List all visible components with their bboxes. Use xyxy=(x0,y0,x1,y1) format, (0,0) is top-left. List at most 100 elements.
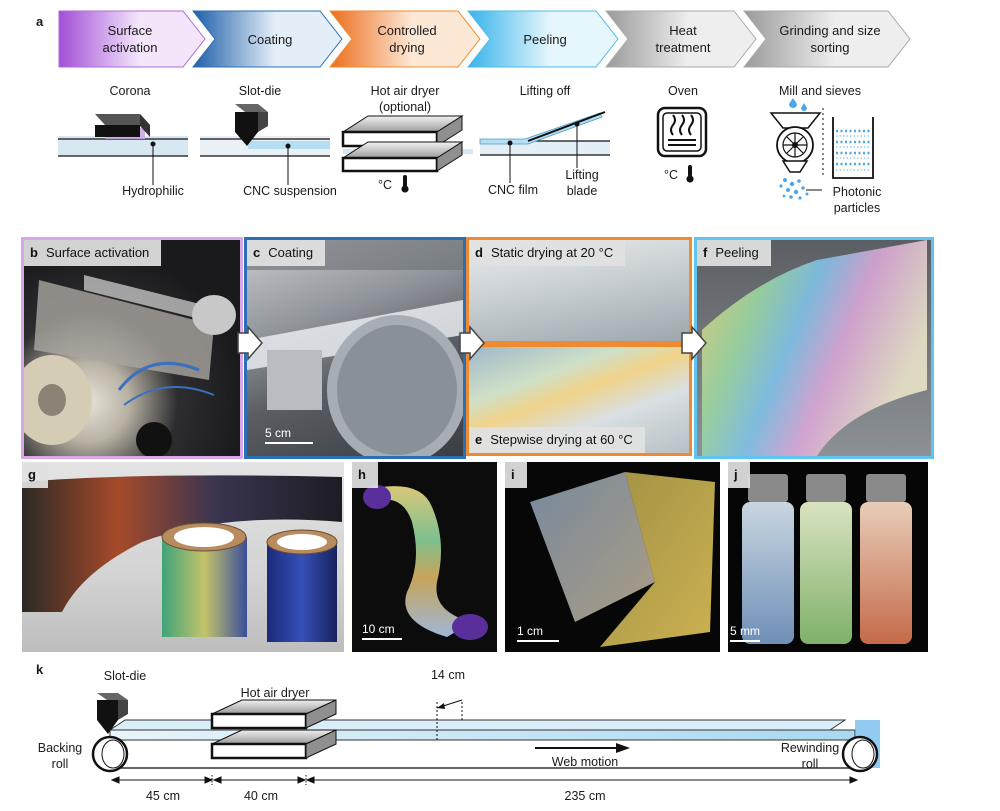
lifting-off-schematic xyxy=(479,111,610,183)
scale-label-i: 1 cm xyxy=(517,624,544,638)
slot-die-icon xyxy=(97,693,128,734)
film-rolls-illustration xyxy=(22,475,342,642)
step-chevron-grinding xyxy=(742,10,911,68)
panel-label-a: a xyxy=(36,14,44,29)
photo-surface-activation: b Surface activation xyxy=(21,237,243,459)
photo-stepwise-drying: e Stepwise drying at 60 °C xyxy=(466,344,692,456)
photo-flexible-film: h 10 cm xyxy=(352,462,497,652)
step-chevron-coating xyxy=(191,10,343,68)
panel-label-j: j xyxy=(734,467,738,482)
flexible-film-illustration xyxy=(363,485,488,640)
photo-tag-i: i xyxy=(505,462,527,488)
photo-tag-c: c Coating xyxy=(247,240,326,266)
scale-label-j: 5 mm xyxy=(730,624,760,638)
hot-air-dryer-icon xyxy=(210,699,337,760)
corona-schematic xyxy=(58,114,188,185)
roll-to-roll-schematic xyxy=(91,693,880,785)
photo-title-b: Surface activation xyxy=(45,245,150,260)
mill-icon xyxy=(769,98,822,200)
web-motion-arrow xyxy=(535,743,630,753)
step-label-grinding: Grinding and size sorting xyxy=(779,23,881,55)
callout-cnc-suspension: CNC suspension xyxy=(243,184,337,198)
scale-label-c: 5 cm xyxy=(265,426,292,440)
arrow-c-to-de xyxy=(459,325,485,361)
photo-tag-h: h xyxy=(352,462,378,488)
callout-cnc-film: CNC film xyxy=(488,183,538,197)
height-indicator xyxy=(436,699,463,740)
step-label-peeling: Peeling xyxy=(523,31,567,47)
panel-label-d: d xyxy=(475,245,483,260)
k-label-height: 14 cm xyxy=(430,668,466,682)
panel-label-b: b xyxy=(30,245,38,260)
callout-lifting-blade: Lifting blade xyxy=(565,168,599,198)
rewinding-roll xyxy=(841,735,879,773)
scale-bar-i: 1 cm xyxy=(517,624,559,642)
photo-title-f: Peeling xyxy=(715,245,759,260)
panel-label-i: i xyxy=(511,467,515,482)
k-label-rewinding-roll: Rewinding roll xyxy=(780,741,840,771)
arrow-de-to-f xyxy=(681,325,707,361)
iridescent-film-illustration xyxy=(702,240,927,456)
photo-peeling: f Peeling xyxy=(694,237,934,459)
panel-label-f: f xyxy=(703,245,708,260)
step-label-surface-activation: Surface activation xyxy=(102,23,158,55)
k-dim-45cm: 45 cm xyxy=(145,789,181,803)
photo-title-e: Stepwise drying at 60 °C xyxy=(490,432,633,447)
slot-die-schematic xyxy=(200,104,330,185)
process-flow-diagram xyxy=(58,10,911,200)
thermometer-icon xyxy=(401,175,409,193)
scale-label-h: 10 cm xyxy=(362,622,395,636)
panel-label-k: k xyxy=(36,662,44,677)
scale-bar-c: 5 cm xyxy=(265,426,313,444)
photo-coating: c Coating 5 cm xyxy=(244,237,466,459)
roller-machine-illustration xyxy=(24,275,236,456)
step-chevron-surface-activation xyxy=(58,10,206,68)
tool-label-lifting-off: Lifting off xyxy=(519,84,571,98)
photo-tag-j: j xyxy=(728,462,750,488)
thermometer-icon xyxy=(686,165,694,183)
photo-tag-b: b Surface activation xyxy=(24,240,162,266)
scale-bar-j: 5 mm xyxy=(730,624,760,642)
k-label-slot-die: Slot-die xyxy=(103,669,147,683)
k-label-backing-roll: Backing roll xyxy=(37,741,83,771)
k-label-web-motion: Web motion xyxy=(551,755,619,769)
panel-label-g: g xyxy=(28,467,36,482)
k-dim-235cm: 235 cm xyxy=(564,789,606,803)
oven-icon xyxy=(656,106,708,158)
step-chevron-peeling xyxy=(466,10,619,68)
callout-oven-temperature: °C xyxy=(664,168,679,182)
photo-glitter-particles: i 1 cm xyxy=(505,462,720,652)
step-chevron-heat-treatment xyxy=(604,10,757,68)
photo-tag-g: g xyxy=(22,462,48,488)
step-label-coating: Coating xyxy=(247,31,293,47)
tool-label-mill-and-sieves: Mill and sieves xyxy=(779,84,861,98)
photo-static-drying: d Static drying at 20 °C xyxy=(466,237,692,344)
photo-tag-d: d Static drying at 20 °C xyxy=(469,240,626,266)
callout-dryer-temperature: °C xyxy=(378,178,393,192)
arrow-b-to-c xyxy=(237,325,263,361)
k-label-hot-air-dryer: Hot air dryer xyxy=(240,686,310,700)
tool-label-corona: Corona xyxy=(109,84,151,98)
tool-label-hot-air-dryer: Hot air dryer (optional) xyxy=(370,84,440,114)
photo-particle-vials: j 5 mm xyxy=(728,462,928,652)
particle-vials-illustration xyxy=(742,474,912,644)
photo-title-c: Coating xyxy=(268,245,314,260)
photo-title-d: Static drying at 20 °C xyxy=(490,245,614,260)
panel-label-c: c xyxy=(253,245,261,260)
tool-label-slot-die: Slot-die xyxy=(238,84,282,98)
hot-air-dryer-schematic xyxy=(341,115,473,193)
step-label-heat-treatment: Heat treatment xyxy=(655,23,711,55)
step-chevron-controlled-drying xyxy=(328,10,481,68)
backing-roll xyxy=(91,735,129,773)
step-label-controlled-drying: Controlled drying xyxy=(377,23,437,55)
coating-roller-illustration xyxy=(247,240,463,456)
sieve-beaker-icon xyxy=(832,117,874,179)
tool-label-oven: Oven xyxy=(668,84,698,98)
k-dim-40cm: 40 cm xyxy=(243,789,279,803)
callout-photonic-particles: Photonic particles xyxy=(832,185,882,215)
glitter-particles-illustration xyxy=(530,472,715,647)
panel-label-h: h xyxy=(358,467,366,482)
photo-film-rolls: g xyxy=(22,462,344,652)
panel-label-e: e xyxy=(475,432,483,447)
scale-bar-h: 10 cm xyxy=(362,622,402,640)
